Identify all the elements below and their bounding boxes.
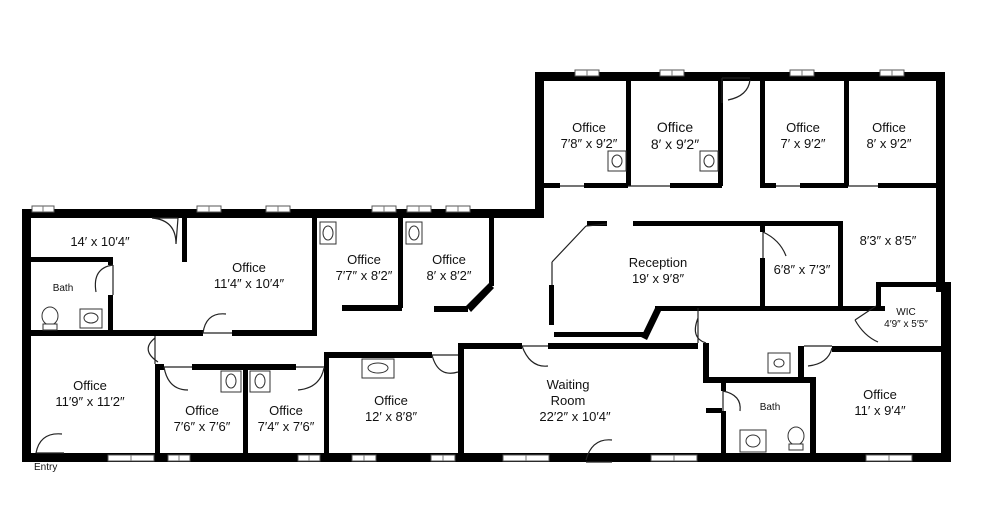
window: [167, 454, 191, 462]
room-dimensions: 8′ x 9′2″: [867, 136, 912, 151]
room-dimensions: 22′2″ x 10′4″: [539, 409, 611, 424]
door-swing: [94, 264, 114, 295]
window: [789, 69, 815, 77]
room-name: Office: [232, 260, 266, 275]
room-dimensions: 7′8″ x 9′2″: [561, 136, 618, 151]
room-name: Bath: [760, 402, 781, 413]
room-name: Office: [432, 252, 466, 267]
entry-label: Entry: [34, 462, 58, 473]
sink-icon: [79, 308, 103, 329]
room-name: Office: [185, 403, 219, 418]
door-swing: [163, 366, 192, 391]
room-dimensions: 11′ x 9′4″: [854, 403, 906, 418]
room-dimensions: 11′4″ x 10′4″: [214, 276, 285, 291]
room-name: Office: [572, 120, 606, 135]
window: [297, 454, 321, 462]
sink-icon: [319, 221, 337, 245]
doors: [35, 77, 879, 463]
window: [502, 454, 550, 462]
door-swing: [854, 305, 879, 343]
room-name: Office: [657, 119, 694, 135]
room-name: Office: [374, 393, 408, 408]
room-dimensions: 4′9″ x 5′5″: [884, 319, 928, 330]
door-swing: [804, 345, 833, 367]
sink-icon: [699, 150, 719, 172]
room-dimensions: 6′8″ x 7′3″: [774, 262, 831, 277]
door-swing: [722, 390, 741, 412]
window: [879, 69, 905, 77]
room-name: Waiting: [547, 377, 590, 392]
room-dimensions: 19′ x 9′8″: [632, 271, 685, 286]
windows: [31, 69, 913, 462]
door-swing: [721, 77, 751, 103]
door-swing: [551, 223, 608, 285]
room-dimensions: 8′ x 8′2″: [427, 268, 472, 283]
window: [406, 205, 432, 213]
room-dimensions: 7′ x 9′2″: [781, 136, 826, 151]
door-swing: [694, 308, 707, 344]
window: [31, 205, 55, 213]
window: [650, 454, 698, 462]
sink-icon: [607, 150, 627, 172]
room-name: Office: [872, 120, 906, 135]
window: [659, 69, 685, 77]
sink-icon: [767, 352, 791, 374]
window: [865, 454, 913, 462]
door-swing: [762, 231, 787, 258]
toilet-icon: [787, 426, 805, 451]
window: [430, 454, 456, 462]
sink-icon: [220, 370, 242, 393]
door-swing: [202, 313, 232, 334]
room-labels: 14′ x 10′4″ Office 11′4″ x 10′4″ Bath Of…: [53, 119, 929, 434]
room-name: Office: [786, 120, 820, 135]
window: [371, 205, 397, 213]
sink-icon: [361, 358, 395, 379]
room-name: Office: [73, 378, 107, 393]
window: [445, 205, 471, 213]
room-dimensions: 7′4″ x 7′6″: [258, 419, 315, 434]
door-swing: [35, 433, 64, 454]
window: [107, 454, 155, 462]
room-name: Office: [269, 403, 303, 418]
window: [196, 205, 222, 213]
window: [351, 454, 377, 462]
window: [265, 205, 291, 213]
window: [574, 69, 600, 77]
fixtures: [41, 150, 805, 453]
room-dimensions: 14′ x 10′4″: [70, 234, 130, 249]
room-dimensions: 11′9″ x 11′2″: [55, 394, 125, 409]
room-dimensions: 7′7″ x 8′2″: [336, 268, 393, 283]
door-swing: [431, 354, 459, 374]
door-swing: [296, 366, 325, 391]
door-swing: [151, 217, 179, 245]
room-dimensions: 8′3″ x 8′5″: [860, 233, 917, 248]
door-swing: [585, 439, 613, 463]
sink-icon: [249, 370, 271, 393]
room-name: WIC: [896, 307, 915, 318]
room-name: Office: [347, 252, 381, 267]
exterior-walls: [22, 72, 951, 462]
door-swing: [147, 336, 159, 364]
room-name: Office: [863, 387, 897, 402]
room-dimensions: 8′ x 9′2″: [651, 136, 699, 152]
door-swing: [521, 345, 549, 367]
room-dimensions: 7′6″ x 7′6″: [174, 419, 231, 434]
room-name: Bath: [53, 283, 74, 294]
room-name: Reception: [629, 255, 688, 270]
room-dimensions: 12′ x 8′8″: [365, 409, 418, 424]
sink-icon: [405, 221, 423, 245]
room-name-line2: Room: [551, 393, 586, 408]
interior-walls: [31, 81, 944, 462]
toilet-icon: [41, 306, 59, 331]
sink-icon: [739, 429, 767, 453]
